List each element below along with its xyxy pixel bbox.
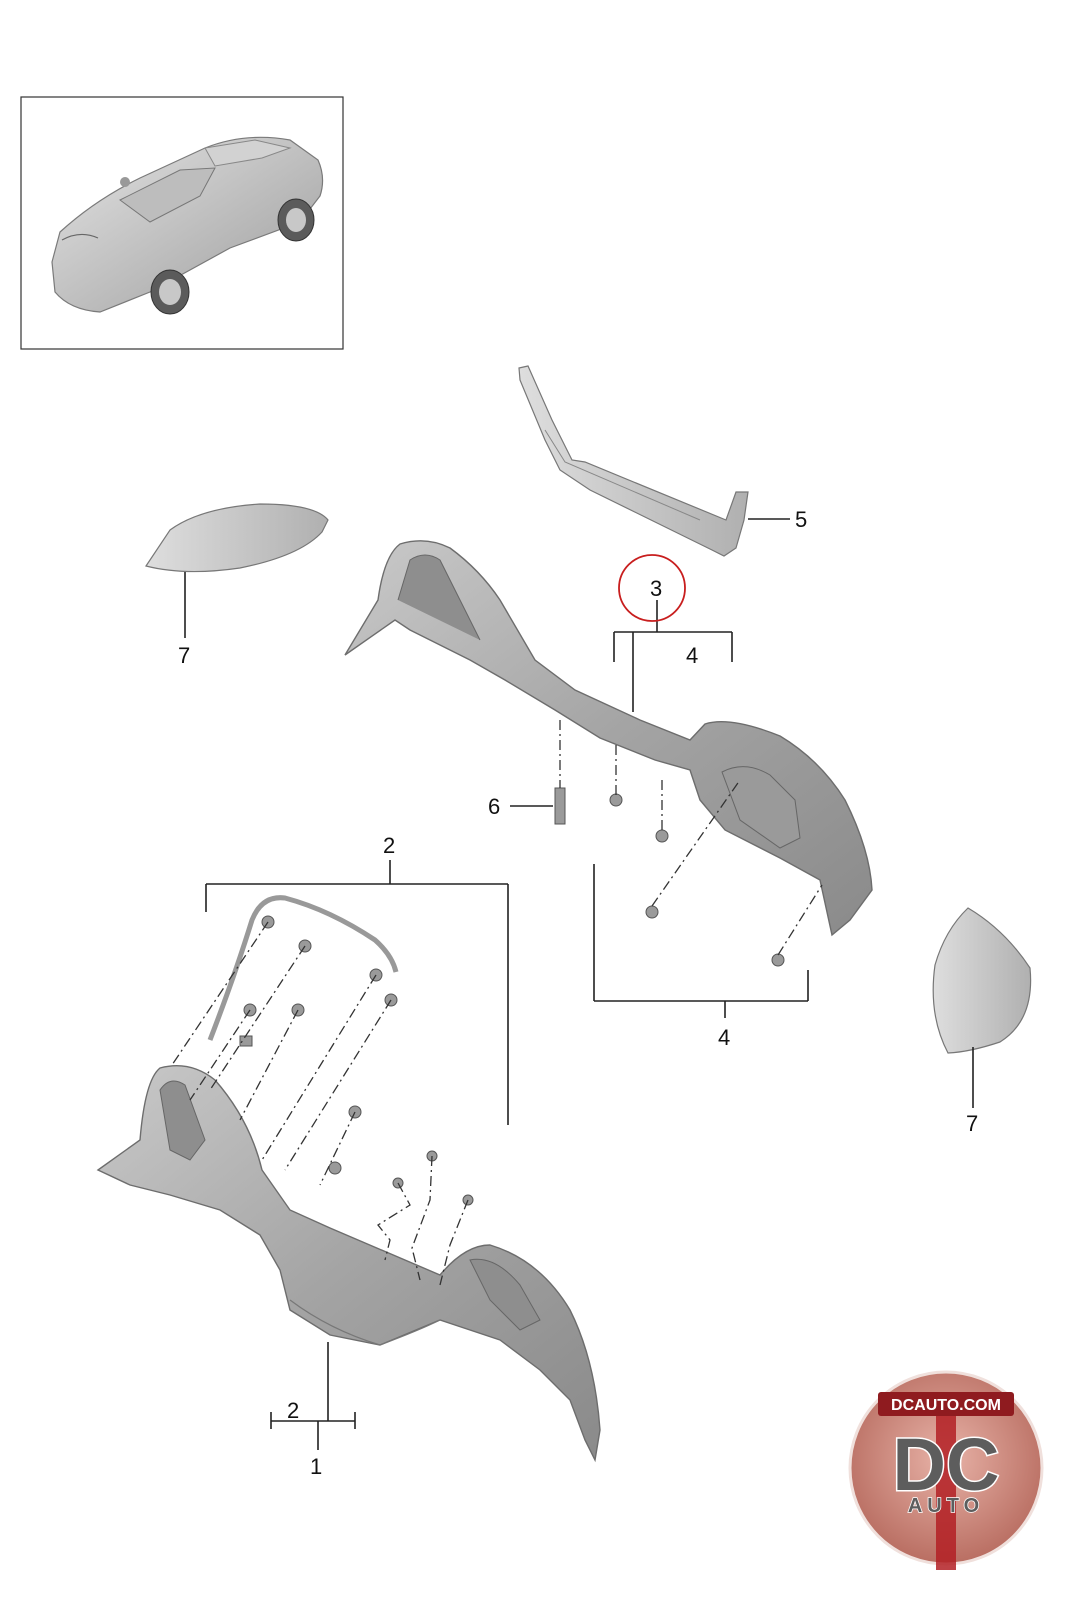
callout-7-right: 7 — [966, 1111, 978, 1136]
callout-1: 1 — [310, 1454, 322, 1479]
logo-letters: DC — [893, 1423, 1000, 1506]
callout-2-top: 2 — [383, 833, 395, 858]
car-illustration — [51, 136, 324, 315]
fasteners — [239, 787, 785, 1206]
middle-panel-assembly — [344, 540, 873, 937]
callout-7-left: 7 — [178, 643, 190, 668]
seal-strip — [207, 895, 399, 1041]
alignment-lines — [171, 720, 823, 1286]
part-5-strip — [518, 365, 749, 557]
callout-4-lower: 4 — [718, 1025, 730, 1050]
part-1-lower-panel — [96, 1065, 601, 1463]
logo-bottom-text: AUTO — [908, 1495, 984, 1517]
callout-6: 6 — [488, 794, 500, 819]
callout-5: 5 — [795, 507, 807, 532]
dcauto-logo: DCAUTO.COM DC AUTO — [848, 1370, 1044, 1570]
leader-lines — [184, 518, 974, 1450]
logo-top-text: DCAUTO.COM — [891, 1397, 1001, 1414]
callout-3: 3 — [650, 576, 662, 601]
callout-2-bottom: 2 — [287, 1398, 299, 1423]
part-7-left-cover — [145, 503, 329, 573]
highlight-circle — [618, 554, 686, 622]
vehicle-thumbnail — [20, 96, 344, 350]
callout-labels: 5 7 3 4 6 2 4 7 2 1 — [178, 507, 978, 1479]
callout-4-upper: 4 — [686, 643, 698, 668]
part-7-right-cover — [932, 907, 1032, 1054]
